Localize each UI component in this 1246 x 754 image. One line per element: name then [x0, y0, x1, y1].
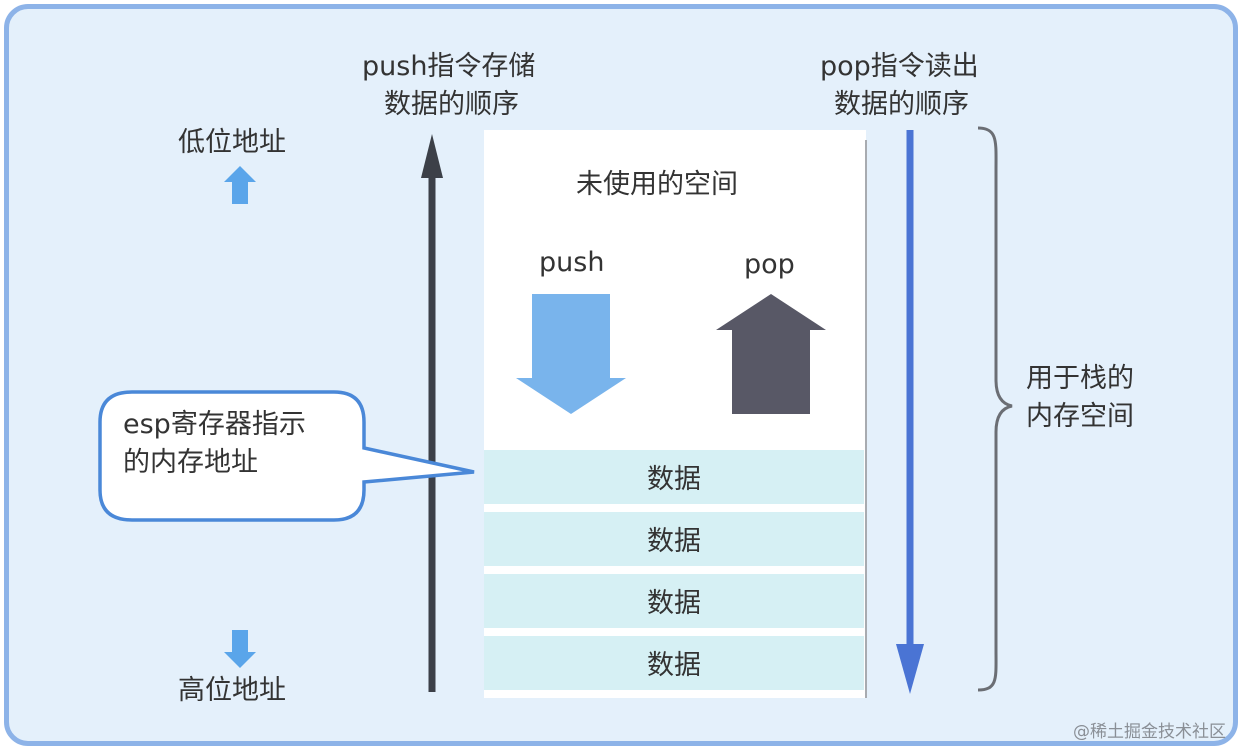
stack-cell-label: 数据	[647, 464, 701, 495]
push-arrow-icon	[516, 294, 626, 414]
stack-cell	[484, 636, 864, 690]
push-order-label-line2: 数据的顺序	[384, 89, 519, 120]
pop-label: pop	[744, 249, 795, 280]
high-address-label: 高位地址	[178, 675, 286, 706]
esp-callout-line1: esp寄存器指示	[123, 409, 306, 440]
stack-cell	[484, 512, 864, 566]
esp-callout-bubble	[98, 390, 475, 522]
stack-memory-label-line2: 内存空间	[1026, 401, 1134, 432]
stack-cell-label: 数据	[647, 588, 701, 619]
pop-arrow-icon	[716, 294, 826, 414]
stack-cell	[484, 574, 864, 628]
low-address-arrow-icon	[224, 166, 256, 204]
high-address-arrow-icon	[224, 630, 256, 668]
push-label: push	[539, 247, 605, 278]
esp-callout-text: esp寄存器指示 的内存地址	[123, 406, 353, 482]
push-order-arrow-icon	[421, 134, 443, 692]
stack-cell-label: 数据	[647, 650, 701, 681]
unused-space-label: 未使用的空间	[576, 169, 738, 200]
pop-order-arrow-icon	[896, 130, 924, 694]
stack-memory-label-line1: 用于栈的	[1026, 363, 1134, 394]
pop-order-label-line2: 数据的顺序	[834, 89, 969, 120]
esp-callout-line2: 的内存地址	[123, 447, 258, 478]
low-address-label: 低位地址	[178, 127, 286, 158]
stack-cells	[484, 450, 864, 690]
stack-brace-icon	[977, 126, 1013, 692]
pop-order-label-line1: pop指令读出	[820, 51, 979, 82]
push-order-label-line1: push指令存储	[362, 51, 536, 82]
watermark: @稀土掘金技术社区	[1073, 722, 1226, 742]
stack-cell-label: 数据	[647, 526, 701, 557]
stack-cell	[484, 450, 864, 504]
